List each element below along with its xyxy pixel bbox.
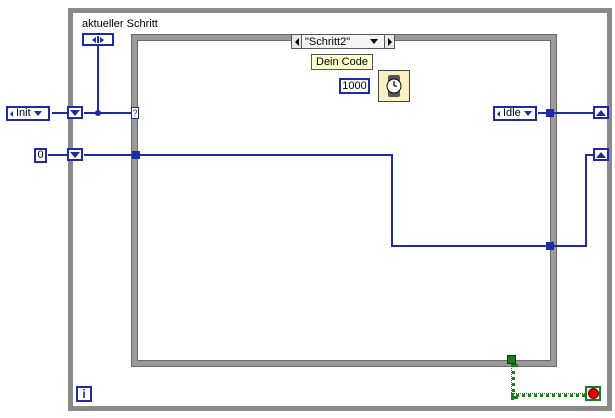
case-selector[interactable]: "Schritt2" xyxy=(291,34,395,49)
wire-tunnel-bottom[interactable] xyxy=(391,245,549,247)
idle-enum-value: Idle xyxy=(503,107,521,119)
wire-to-indicator[interactable] xyxy=(97,46,99,114)
enum-decrement-icon xyxy=(497,110,500,117)
wire-out-to-sr2[interactable] xyxy=(554,245,587,247)
watch-icon xyxy=(386,75,402,97)
comment-label: Dein Code xyxy=(311,54,373,70)
state-indicator-label: aktueller Schritt xyxy=(82,18,158,30)
output-tunnel-value[interactable] xyxy=(546,242,554,250)
wire-tunnel-to-sr1[interactable] xyxy=(553,112,594,114)
wire-idle-to-tunnel[interactable] xyxy=(538,112,547,114)
wire-tunnel-vertical[interactable] xyxy=(391,154,393,247)
shift-register-left-2[interactable] xyxy=(67,148,83,161)
enum-decrement-icon xyxy=(10,110,13,117)
case-prev-button[interactable] xyxy=(292,35,302,48)
idle-enum-constant[interactable]: Idle xyxy=(493,106,537,121)
shift-register-right-2[interactable] xyxy=(593,148,609,161)
wire-stop-vertical[interactable] xyxy=(511,364,515,399)
boolean-tunnel[interactable] xyxy=(507,355,516,364)
output-tunnel-state[interactable] xyxy=(546,109,554,117)
input-tunnel[interactable] xyxy=(132,151,140,159)
shift-register-up-icon xyxy=(596,151,606,158)
left-arrow-icon xyxy=(92,36,96,43)
right-arrow-icon xyxy=(387,37,392,46)
zero-constant[interactable]: 0 xyxy=(34,148,47,163)
case-selector-terminal[interactable]: ? xyxy=(131,107,139,119)
shift-register-down-icon xyxy=(70,151,80,158)
state-indicator-terminal[interactable] xyxy=(82,33,114,46)
shift-register-down-icon xyxy=(70,109,80,116)
wire-sr-to-selector[interactable] xyxy=(84,112,133,114)
case-next-button[interactable] xyxy=(384,35,394,48)
init-enum-value: Init xyxy=(16,107,31,119)
wire-sr2-vertical[interactable] xyxy=(585,154,587,247)
stop-condition-terminal[interactable] xyxy=(585,386,601,401)
chevron-down-icon xyxy=(523,111,532,116)
shift-register-up-icon xyxy=(596,109,606,116)
stop-icon xyxy=(587,388,599,399)
shift-register-left-1[interactable] xyxy=(67,106,83,119)
iteration-terminal[interactable]: i xyxy=(76,386,92,402)
wire-tunnel-horizontal[interactable] xyxy=(137,154,393,156)
wire-zero-to-sr[interactable] xyxy=(48,154,68,156)
left-arrow-icon xyxy=(294,37,299,46)
case-selector-label: "Schritt2" xyxy=(305,35,351,48)
wait-ms-function[interactable] xyxy=(378,70,410,102)
wire-into-sr2[interactable] xyxy=(585,154,594,156)
wire-init-to-sr[interactable] xyxy=(52,112,68,114)
chevron-down-icon xyxy=(33,111,42,116)
wire-stop-horizontal[interactable] xyxy=(511,393,591,397)
chevron-down-icon[interactable] xyxy=(370,39,378,44)
wire-junction xyxy=(95,110,101,116)
shift-register-right-1[interactable] xyxy=(593,106,609,119)
right-arrow-icon xyxy=(100,36,104,43)
enum-bar-icon xyxy=(97,36,99,43)
wait-ms-constant[interactable]: 1000 xyxy=(339,78,370,94)
wire-sr2-to-tunnel[interactable] xyxy=(84,154,135,156)
init-enum-constant[interactable]: Init xyxy=(6,106,50,121)
